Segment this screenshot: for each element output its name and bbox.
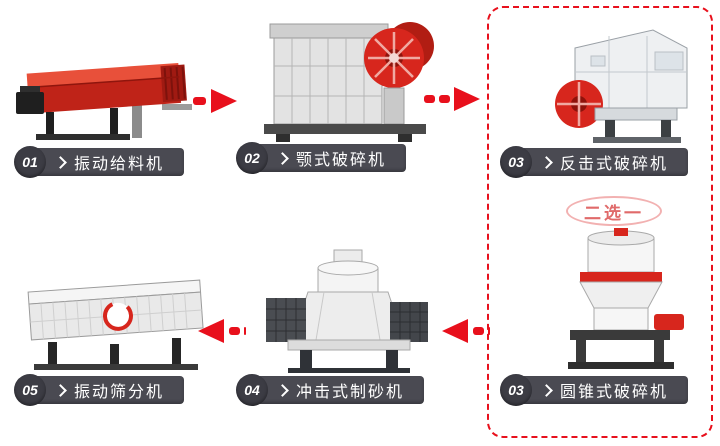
step-label: 颚式破碎机 <box>296 152 387 169</box>
vibrating-feeder-image <box>16 62 192 140</box>
impact-crusher-image <box>555 29 688 143</box>
step-05: 05 振动筛分机 <box>14 374 185 406</box>
step-number: 05 <box>22 382 38 398</box>
arrow-right-step2-icon <box>424 87 480 111</box>
step-label: 反击式破碎机 <box>560 156 669 173</box>
step-number: 04 <box>244 382 260 398</box>
step-number: 03 <box>508 154 524 170</box>
step-label-banner: 振动筛分机 <box>34 376 185 404</box>
choice-group-box <box>487 6 713 438</box>
step-label-banner: 颚式破碎机 <box>256 144 407 172</box>
vibrating-screen-image <box>27 279 204 370</box>
step-04: 04 冲击式制砂机 <box>236 374 425 406</box>
step-label: 振动给料机 <box>74 156 165 173</box>
choose-one-label: 二选一 <box>584 203 644 223</box>
step-label-banner: 振动给料机 <box>34 148 185 176</box>
step-label-banner: 冲击式制砂机 <box>256 376 425 404</box>
cone-crusher-image <box>568 228 684 369</box>
choose-one-badge: 二选一 <box>566 196 662 226</box>
step-label: 振动筛分机 <box>74 384 165 401</box>
step-label: 冲击式制砂机 <box>296 384 405 401</box>
step-number-badge: 03 <box>500 374 532 406</box>
chevron-right-icon <box>540 155 553 169</box>
step-01: 01 振动给料机 <box>14 146 185 178</box>
chevron-right-icon <box>276 151 289 165</box>
step-number-badge: 02 <box>236 142 268 174</box>
arrow-left-step5-icon <box>198 319 246 343</box>
arrow-left-step4-icon <box>442 319 490 343</box>
step-number-badge: 05 <box>14 374 46 406</box>
step-number: 02 <box>244 150 260 166</box>
step-label-banner: 圆锥式破碎机 <box>520 376 689 404</box>
step-number: 03 <box>508 382 524 398</box>
chevron-right-icon <box>276 383 289 397</box>
step-number-badge: 03 <box>500 146 532 178</box>
step-number-badge: 04 <box>236 374 268 406</box>
step-number-badge: 01 <box>14 146 46 178</box>
step-label: 圆锥式破碎机 <box>560 384 669 401</box>
step-02: 02 颚式破碎机 <box>236 142 407 174</box>
step-03-cone: 03 圆锥式破碎机 <box>500 374 689 406</box>
chevron-right-icon <box>54 383 67 397</box>
step-label-banner: 反击式破碎机 <box>520 148 689 176</box>
jaw-crusher-image <box>264 22 434 142</box>
chevron-right-icon <box>540 383 553 397</box>
arrow-right-step1-icon <box>193 89 237 113</box>
step-number: 01 <box>22 154 38 170</box>
step-03-impact: 03 反击式破碎机 <box>500 146 689 178</box>
chevron-right-icon <box>54 155 67 169</box>
sand-maker-image <box>266 249 428 373</box>
